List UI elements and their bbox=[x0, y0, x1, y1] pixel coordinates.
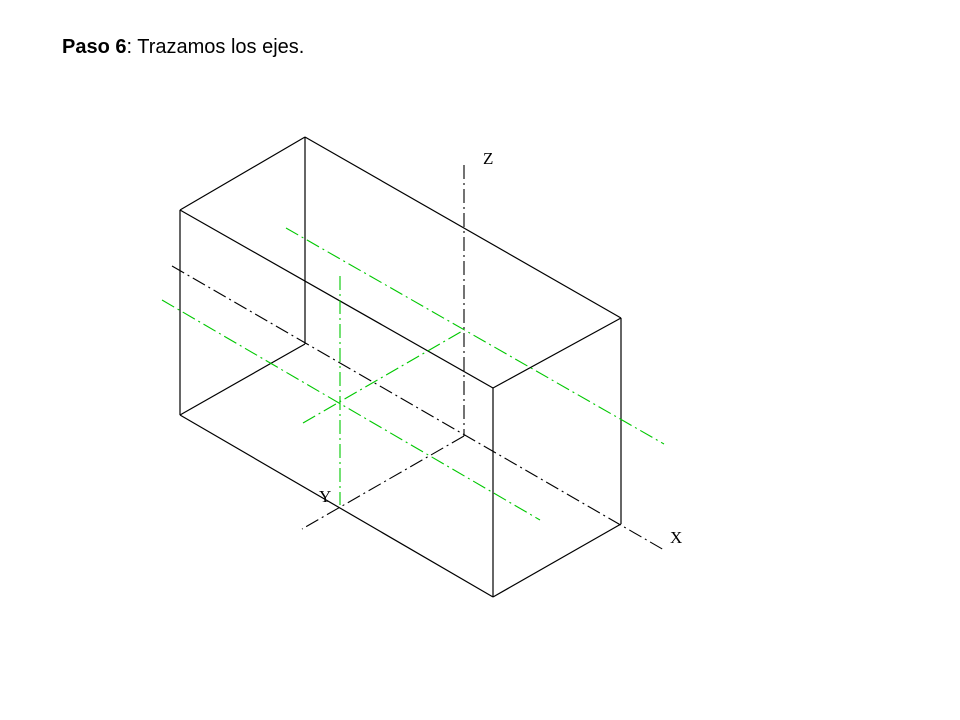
edge-top-front bbox=[179, 209, 494, 389]
axis-y-label: Y bbox=[319, 487, 331, 506]
edge-bottom-left bbox=[179, 343, 306, 416]
step-number: Paso 6 bbox=[62, 36, 127, 58]
step-separator: : bbox=[126, 36, 138, 58]
edge-bottom-right bbox=[492, 523, 622, 598]
guide-upper-parallel bbox=[285, 227, 665, 445]
prism-edges bbox=[179, 136, 622, 598]
edge-top-right bbox=[492, 317, 622, 389]
axis-y-line bbox=[301, 435, 465, 530]
guide-cross bbox=[302, 329, 465, 424]
edge-bottom-front bbox=[179, 414, 494, 598]
main-axes bbox=[171, 165, 665, 551]
edge-top-back bbox=[304, 136, 622, 319]
step-title: Paso 6: Trazamos los ejes. bbox=[62, 36, 304, 59]
edge-top-left bbox=[179, 136, 306, 211]
construction-guides bbox=[161, 227, 665, 521]
axis-x-line bbox=[171, 265, 665, 551]
guide-lower-parallel bbox=[161, 299, 541, 521]
axis-z-label: Z bbox=[483, 149, 493, 168]
step-description: Trazamos los ejes. bbox=[137, 36, 305, 58]
axis-x-label: X bbox=[670, 528, 682, 547]
